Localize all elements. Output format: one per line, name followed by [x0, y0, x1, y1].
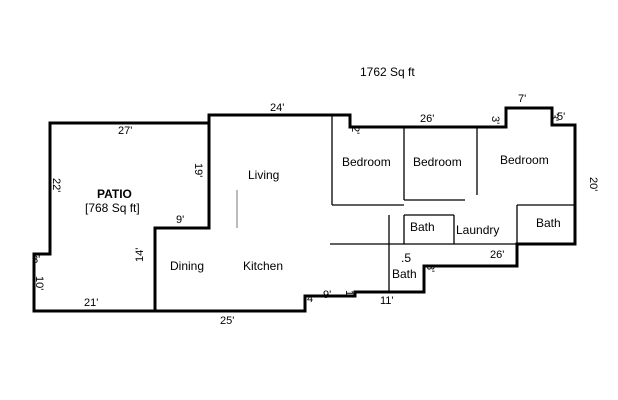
dim-3-top: 3'	[489, 116, 501, 124]
outer-wall	[32, 106, 577, 313]
dim-2: 2'	[349, 126, 361, 134]
patio-divider-wall	[153, 123, 211, 311]
room-half-bath-label: Bath	[392, 267, 417, 281]
dim-9-lower: 9'	[323, 289, 331, 301]
room-bedroom-3: Bedroom	[500, 153, 549, 167]
dim-24: 24'	[270, 102, 284, 114]
total-area-label: 1762 Sq ft	[360, 65, 415, 79]
dim-22: 22'	[50, 178, 62, 192]
patio-name: PATIO	[97, 187, 132, 201]
dim-26-inner: 26'	[490, 249, 504, 261]
dim-27: 27'	[118, 125, 132, 137]
dim-19: 19'	[192, 163, 204, 177]
dim-3-right: 3'	[548, 113, 560, 121]
dim-20: 20'	[587, 177, 599, 191]
room-bath-2: Bath	[536, 216, 561, 230]
room-bedroom-2: Bedroom	[413, 155, 462, 169]
dim-11: 11'	[380, 295, 394, 307]
dim-10: 10'	[33, 276, 45, 290]
room-half-bath-number: .5	[401, 251, 411, 265]
room-laundry: Laundry	[456, 223, 499, 237]
dim-9: 9'	[176, 214, 184, 226]
dim-1: 1'	[343, 290, 355, 298]
room-bath-1: Bath	[410, 220, 435, 234]
dim-25: 25'	[220, 315, 234, 327]
room-kitchen: Kitchen	[243, 259, 283, 273]
dim-26-top: 26'	[420, 113, 434, 125]
room-living: Living	[248, 168, 279, 182]
dim-3-left: 3'	[32, 254, 40, 266]
dim-14: 14'	[134, 248, 146, 262]
dim-5: 5'	[557, 111, 565, 123]
dim-7: 7'	[518, 93, 526, 105]
room-bedroom-1: Bedroom	[342, 155, 391, 169]
dim-4: 4'	[307, 293, 315, 305]
dim-8: 8'	[424, 264, 436, 272]
room-dining: Dining	[170, 259, 204, 273]
patio-area: [768 Sq ft]	[85, 201, 140, 215]
dim-21: 21'	[84, 297, 98, 309]
